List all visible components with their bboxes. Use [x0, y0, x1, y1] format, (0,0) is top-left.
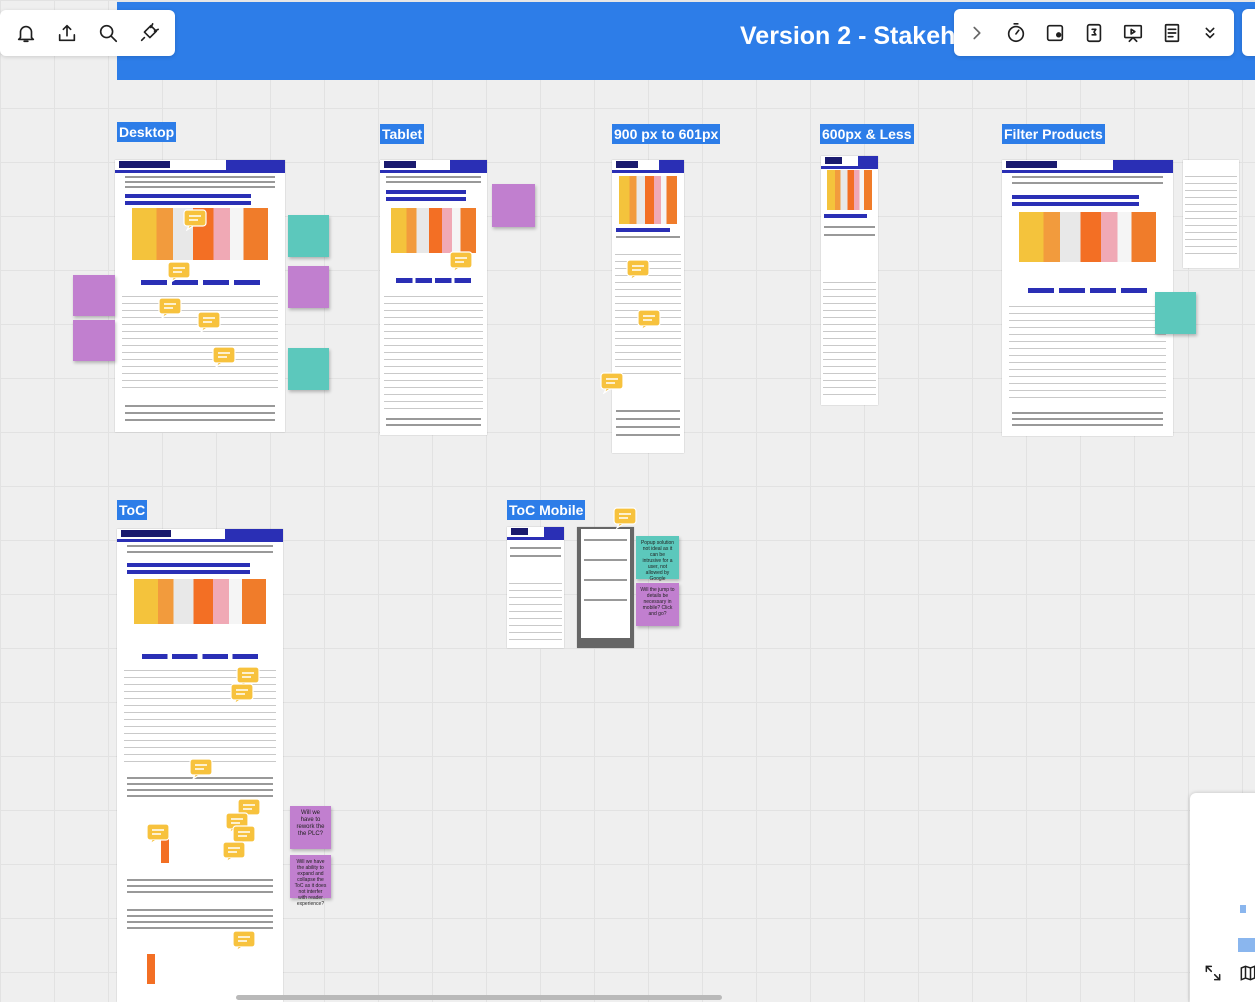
- filter-products-frame[interactable]: [1002, 160, 1173, 436]
- comment-icon[interactable]: [189, 758, 213, 781]
- sticky-note-expand-toc[interactable]: Will we have the ability to expand and c…: [290, 855, 331, 907]
- filter-panel-frame[interactable]: [1183, 160, 1239, 268]
- comment-icon[interactable]: [183, 209, 207, 232]
- comment-icon[interactable]: [232, 930, 256, 953]
- sticky-note[interactable]: [73, 275, 115, 316]
- sticky-note[interactable]: [288, 348, 329, 390]
- frame-label-desktop[interactable]: Desktop: [117, 122, 177, 142]
- frame-label-tablet[interactable]: Tablet: [380, 124, 425, 144]
- comment-icon[interactable]: [167, 261, 191, 284]
- comment-icon[interactable]: [212, 346, 236, 369]
- plugin-icon[interactable]: [137, 21, 161, 45]
- comment-icon[interactable]: [222, 841, 246, 864]
- sticky-note[interactable]: [1155, 292, 1196, 334]
- frame-label-600px[interactable]: 600px & Less: [820, 124, 914, 144]
- frame-label-toc[interactable]: ToC: [117, 500, 148, 520]
- frame-label-filter-products[interactable]: Filter Products: [1002, 124, 1105, 144]
- sticky-note-rework-plc[interactable]: Will we have to rework the the PLC?: [290, 806, 331, 849]
- vote-icon[interactable]: [1082, 21, 1106, 45]
- notes-icon[interactable]: [1160, 21, 1184, 45]
- export-icon[interactable]: [55, 21, 79, 45]
- minimap-frame: [1238, 938, 1255, 952]
- sticky-note-popup[interactable]: Popup solution not ideal as it can be in…: [636, 536, 679, 582]
- minimap-panel[interactable]: [1190, 793, 1255, 1002]
- desktop-frame[interactable]: [115, 160, 285, 432]
- timer-icon[interactable]: [1004, 21, 1028, 45]
- board-title[interactable]: Version 2 - Stakeh: [740, 22, 956, 50]
- comment-icon[interactable]: [230, 683, 254, 706]
- comment-icon[interactable]: [637, 309, 661, 332]
- chevron-right-icon[interactable]: [965, 21, 989, 45]
- toc-frame[interactable]: [117, 529, 283, 1002]
- frame-label-900px[interactable]: 900 px to 601px: [612, 124, 721, 144]
- sticky-note-jump-details[interactable]: Will the jump to details be necessary in…: [636, 583, 679, 626]
- sticky-note[interactable]: [73, 320, 115, 361]
- minimap-viewport[interactable]: [1240, 905, 1246, 913]
- share-toolbar[interactable]: [1242, 9, 1255, 56]
- card-icon[interactable]: [1043, 21, 1067, 45]
- comment-icon[interactable]: [613, 507, 637, 530]
- fullscreen-icon[interactable]: [1203, 963, 1223, 988]
- sticky-note[interactable]: [288, 266, 329, 308]
- comment-icon[interactable]: [626, 259, 650, 282]
- map-icon[interactable]: [1238, 963, 1255, 988]
- top-left-toolbar: [0, 10, 175, 56]
- top-right-toolbar: [954, 9, 1234, 56]
- comment-icon[interactable]: [158, 297, 182, 320]
- notifications-icon[interactable]: [14, 21, 38, 45]
- horizontal-scrollbar[interactable]: [236, 995, 722, 1000]
- frame-label-toc-mobile[interactable]: ToC Mobile: [507, 500, 586, 520]
- chevron-double-down-icon[interactable]: [1198, 21, 1222, 45]
- comment-icon[interactable]: [146, 823, 170, 846]
- frame-900px[interactable]: [612, 160, 684, 453]
- toc-mobile-frame-1[interactable]: [507, 527, 564, 648]
- comment-icon[interactable]: [449, 251, 473, 274]
- present-icon[interactable]: [1121, 21, 1145, 45]
- frame-600px[interactable]: [821, 156, 878, 405]
- toc-mobile-frame-2[interactable]: [577, 527, 634, 648]
- sticky-note[interactable]: [492, 184, 535, 227]
- search-icon[interactable]: [96, 21, 120, 45]
- comment-icon[interactable]: [600, 372, 624, 395]
- comment-icon[interactable]: [197, 311, 221, 334]
- sticky-note[interactable]: [288, 215, 329, 257]
- tablet-frame[interactable]: [380, 160, 487, 435]
